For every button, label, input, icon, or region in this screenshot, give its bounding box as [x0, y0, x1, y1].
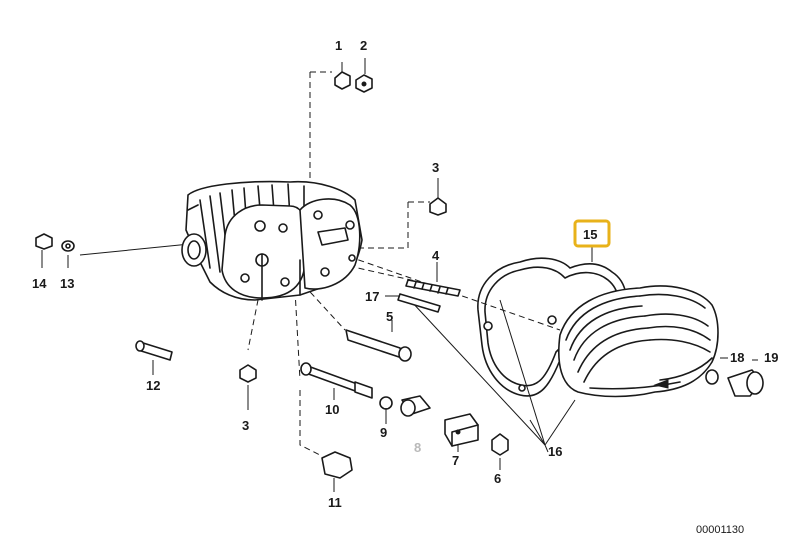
- callout-19[interactable]: 19: [764, 350, 778, 365]
- callout-2[interactable]: 2: [360, 38, 367, 53]
- valve-cover-gasket: [477, 257, 628, 397]
- cylinder-head: [181, 180, 363, 301]
- leader-lines: [41, 58, 758, 492]
- small-parts: [35, 71, 764, 479]
- callout-16[interactable]: 16: [548, 444, 562, 459]
- callout-11[interactable]: 11: [328, 495, 342, 510]
- callout-14[interactable]: 14: [32, 276, 47, 291]
- callout-12[interactable]: 12: [146, 378, 160, 393]
- callout-3-bottom[interactable]: 3: [242, 418, 249, 433]
- callout-7[interactable]: 7: [452, 453, 459, 468]
- valve-cover: [558, 285, 719, 398]
- callout-6[interactable]: 6: [494, 471, 501, 486]
- callout-labels: 1 2 3 4 17 5 14 13 12 3 10 9 8 7 6 11 16…: [32, 38, 778, 510]
- callout-5[interactable]: 5: [386, 309, 393, 324]
- callout-17[interactable]: 17: [365, 289, 379, 304]
- callout-15[interactable]: 15: [583, 227, 597, 242]
- callout-18[interactable]: 18: [730, 350, 744, 365]
- callout-3-top[interactable]: 3: [432, 160, 439, 175]
- callout-10[interactable]: 10: [325, 402, 339, 417]
- callout-1[interactable]: 1: [335, 38, 342, 53]
- callout-8[interactable]: 8: [414, 440, 421, 455]
- callout-9[interactable]: 9: [380, 425, 387, 440]
- drawing-number: 00001130: [696, 524, 744, 536]
- callout-4[interactable]: 4: [432, 248, 440, 263]
- callout-13[interactable]: 13: [60, 276, 74, 291]
- callout-15-highlight: [573, 219, 611, 248]
